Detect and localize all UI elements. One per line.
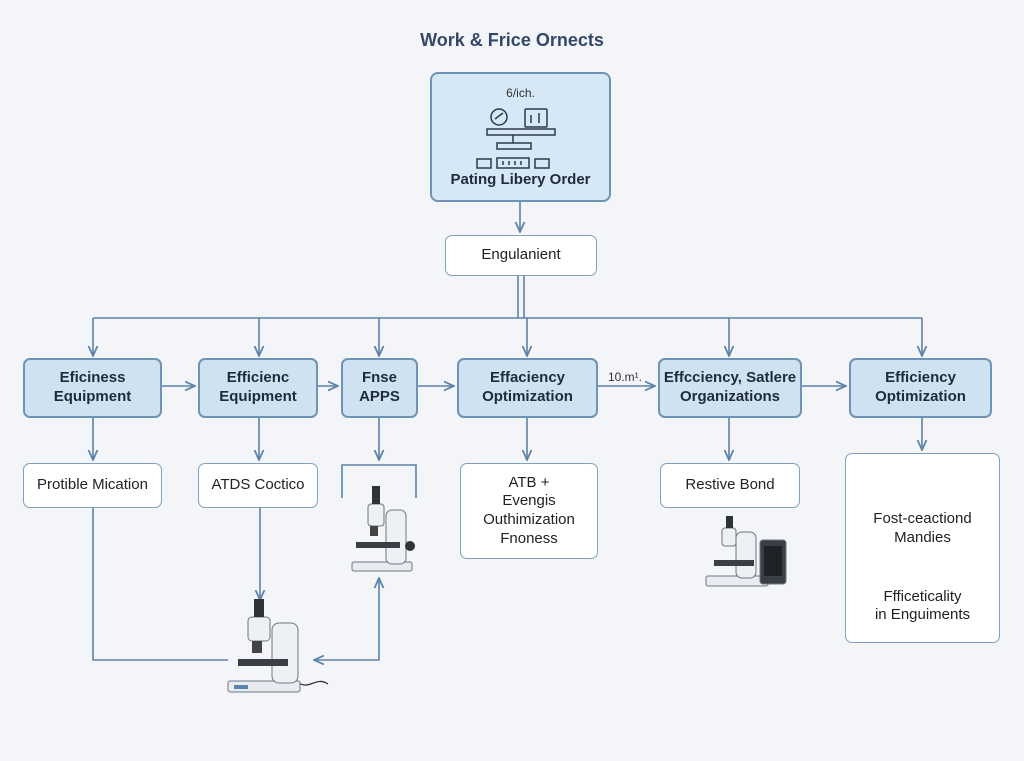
- top-node-caption: 6/ich.: [506, 86, 535, 101]
- node-r1-5[interactable]: Effcciency, Satlere Organizations: [658, 358, 802, 418]
- node-r1-5-line1: Effcciency, Satlere: [663, 369, 797, 387]
- node-r2-6-line4: in Enguiments: [874, 606, 971, 624]
- node-r2-2[interactable]: ATDS Coctico: [198, 463, 318, 508]
- node-r2-6-line2: Mandies: [894, 528, 951, 546]
- cable: [298, 680, 329, 686]
- hub-node-label: Engulanient: [481, 246, 561, 264]
- microscope-icon: [351, 486, 415, 572]
- node-r1-1-line1: Eficiness: [59, 369, 126, 387]
- node-r1-4-line2: Optimization: [482, 388, 573, 405]
- node-r2-5-label: Restive Bond: [685, 476, 775, 494]
- node-r2-6-line3: Ffficeticality: [883, 587, 962, 605]
- top-node[interactable]: 6/ich. Pating Libery Order: [430, 72, 611, 202]
- node-r1-3-line1: Fnse: [361, 369, 397, 387]
- node-r1-6[interactable]: Efficiency Optimization: [849, 358, 992, 418]
- top-node-label: Pating Libery Order: [450, 171, 591, 189]
- node-r2-4-line4: Fnoness: [500, 529, 558, 547]
- node-r2-4[interactable]: ATB + Evengis Outhimization Fnoness: [460, 463, 598, 559]
- node-r2-2-label: ATDS Coctico: [211, 476, 305, 494]
- edge-loop-right: [314, 578, 379, 660]
- workstation-icon: [475, 108, 556, 169]
- node-r1-3-line2: APPS: [359, 388, 400, 405]
- node-r1-3[interactable]: Fnse APPS: [341, 358, 418, 418]
- edge-loop-left: [92, 508, 228, 661]
- diagram-title: Work & Frice Ornects: [420, 30, 604, 50]
- node-r2-5[interactable]: Restive Bond: [660, 463, 800, 508]
- node-r2-4-line3: Outhimization: [483, 511, 575, 528]
- node-r1-2-line1: Efficienc: [226, 369, 290, 387]
- microscope-icon: [227, 599, 301, 693]
- node-r2-1[interactable]: Protible Mication: [23, 463, 162, 508]
- node-r2-1-label: Protible Mication: [37, 476, 148, 494]
- node-r1-6-line2: Optimization: [875, 388, 966, 405]
- tray-bracket: [341, 464, 417, 498]
- node-r1-1-line2: Equipment: [53, 388, 132, 405]
- node-r1-2-line2: Equipment: [219, 388, 297, 405]
- node-r1-5-line2: Organizations: [679, 388, 780, 405]
- node-r1-2[interactable]: Efficienc Equipment: [198, 358, 318, 418]
- microscope-icon: [705, 516, 787, 587]
- node-r2-4-line2: Evengis: [502, 492, 556, 510]
- node-r1-4-line1: Effaciency: [489, 369, 566, 387]
- node-r1-4[interactable]: Effaciency Optimization: [457, 358, 598, 418]
- node-r2-6[interactable]: Fost-ceactiond Mandies Ffficeticality in…: [845, 453, 1000, 643]
- node-r1-1[interactable]: Eficiness Equipment: [23, 358, 162, 418]
- node-r2-6-line1: Fost-ceactiond: [873, 510, 972, 527]
- edge-label: 10.m¹.: [608, 370, 643, 384]
- node-r2-4-line1: ATB +: [508, 473, 550, 491]
- hub-node[interactable]: Engulanient: [445, 235, 597, 276]
- node-r1-6-line1: Efficiency: [885, 369, 956, 387]
